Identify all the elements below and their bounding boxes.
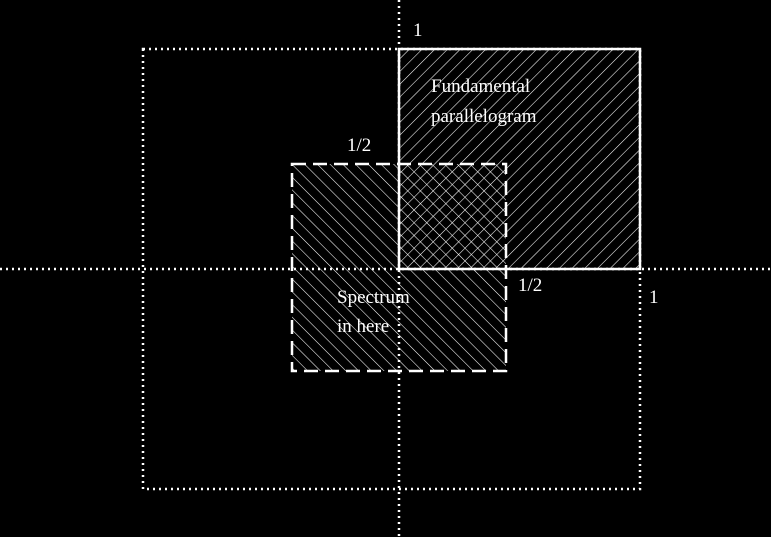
fundamental-parallelogram-outline <box>397 47 642 271</box>
spectrum-region-outline <box>290 162 508 373</box>
label-fundamental-line2: parallelogram <box>431 106 537 127</box>
label-spectrum-line2: in here <box>337 316 389 337</box>
label-one-horizontal: 1 <box>649 287 659 308</box>
label-spectrum-line1: Spectrum <box>337 287 410 308</box>
label-half-horizontal: 1/2 <box>518 275 542 296</box>
label-fundamental-line1: Fundamental <box>431 76 530 97</box>
label-half-vertical: 1/2 <box>347 135 371 156</box>
label-one-vertical: 1 <box>413 20 423 41</box>
